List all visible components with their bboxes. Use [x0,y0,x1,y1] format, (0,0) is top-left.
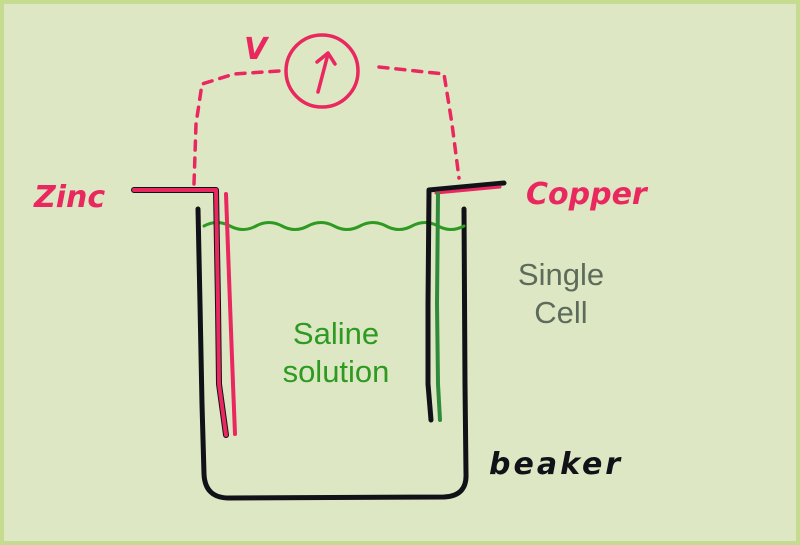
voltmeter-arrow-icon [284,33,360,109]
solution-label-line-2: solution [282,354,390,389]
copper-electrode [425,180,507,423]
zinc-label: Zinc [33,180,105,215]
solution-label: Saline solution [266,315,406,391]
solution-label-line-1: Saline [292,316,380,351]
solution-surface-line [202,221,466,231]
wire-meter-to-copper [377,65,461,180]
cell-label-line-2: Cell [534,295,588,330]
cell-label: Single Cell [491,256,631,332]
wire-zinc-to-meter [192,69,281,186]
copper-label: Copper [526,177,649,212]
beaker-outline [195,206,469,501]
beaker-label: beaker [489,447,623,482]
zinc-electrode [131,187,237,438]
cell-label-line-1: Single [517,257,605,292]
voltmeter-label: V [244,32,270,67]
electrochemical-cell-drawing: V Zinc Copper beaker [33,32,649,501]
